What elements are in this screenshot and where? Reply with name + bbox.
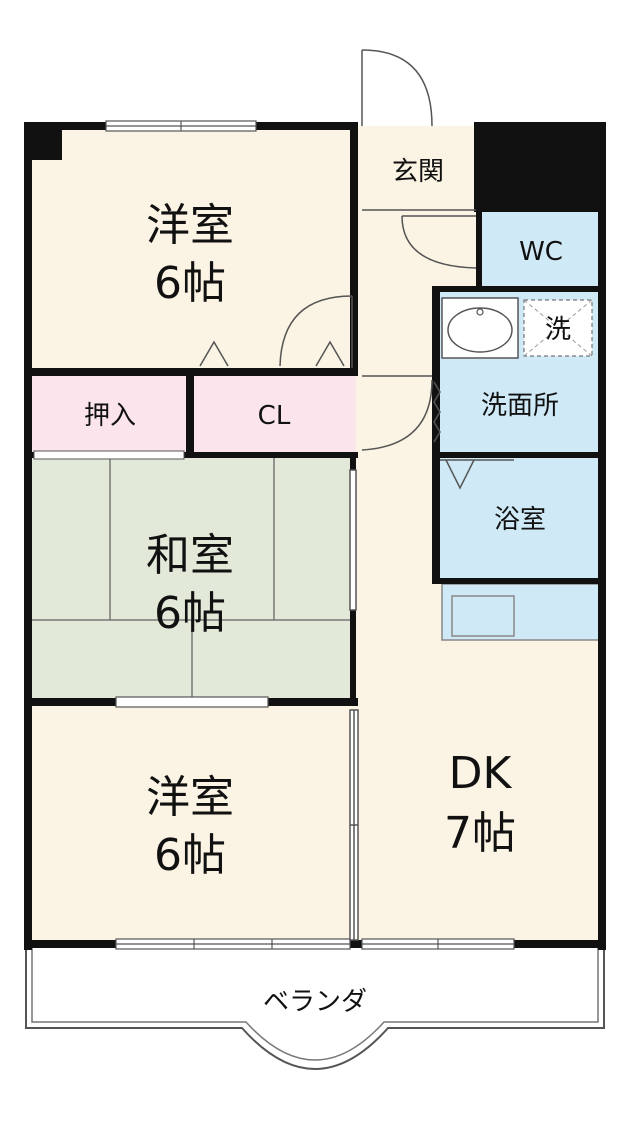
label-sentakuki: 洗 (545, 315, 571, 345)
room-oshiire (26, 372, 192, 456)
washing-machine-space (523, 299, 593, 357)
label-genkan: 玄関 (392, 157, 444, 187)
label-senmenjo: 洗面所 (481, 391, 559, 421)
room-wc (482, 212, 604, 288)
windows (33, 120, 515, 950)
label-oshiire: 押入 (84, 401, 136, 431)
sliding-doors (349, 469, 359, 941)
veranda-inner-line (31, 948, 599, 1061)
tatami-lines (26, 456, 352, 702)
label-yokushitsu: 浴室 (494, 505, 546, 535)
room-youshitsu-top (26, 126, 356, 372)
room-washitsu (26, 456, 356, 702)
label-dk-size: 7帖 (444, 808, 516, 859)
door-swings (199, 49, 514, 490)
label-youshitsu-top-name: 洋室 (146, 200, 234, 251)
kitchen-sink (451, 595, 515, 637)
room-youshitsu-bottom (26, 702, 356, 946)
room-closet (192, 372, 356, 456)
label-youshitsu-top-size: 6帖 (154, 258, 226, 309)
room-yokushitsu (436, 456, 602, 580)
label-washitsu-size: 6帖 (154, 588, 226, 639)
label-youshitsu-bottom-name: 洋室 (146, 772, 234, 823)
washbasin-icon (441, 297, 519, 359)
label-youshitsu-bottom-size: 6帖 (154, 830, 226, 881)
label-wc: WC (519, 237, 563, 267)
label-closet: CL (258, 401, 291, 431)
room-dk (356, 640, 604, 946)
kitchen-counter (441, 583, 603, 641)
veranda-outline (25, 948, 605, 1070)
label-washitsu-name: 和室 (146, 530, 234, 581)
label-dk-name: DK (449, 748, 513, 799)
label-veranda: ベランダ (263, 987, 367, 1017)
